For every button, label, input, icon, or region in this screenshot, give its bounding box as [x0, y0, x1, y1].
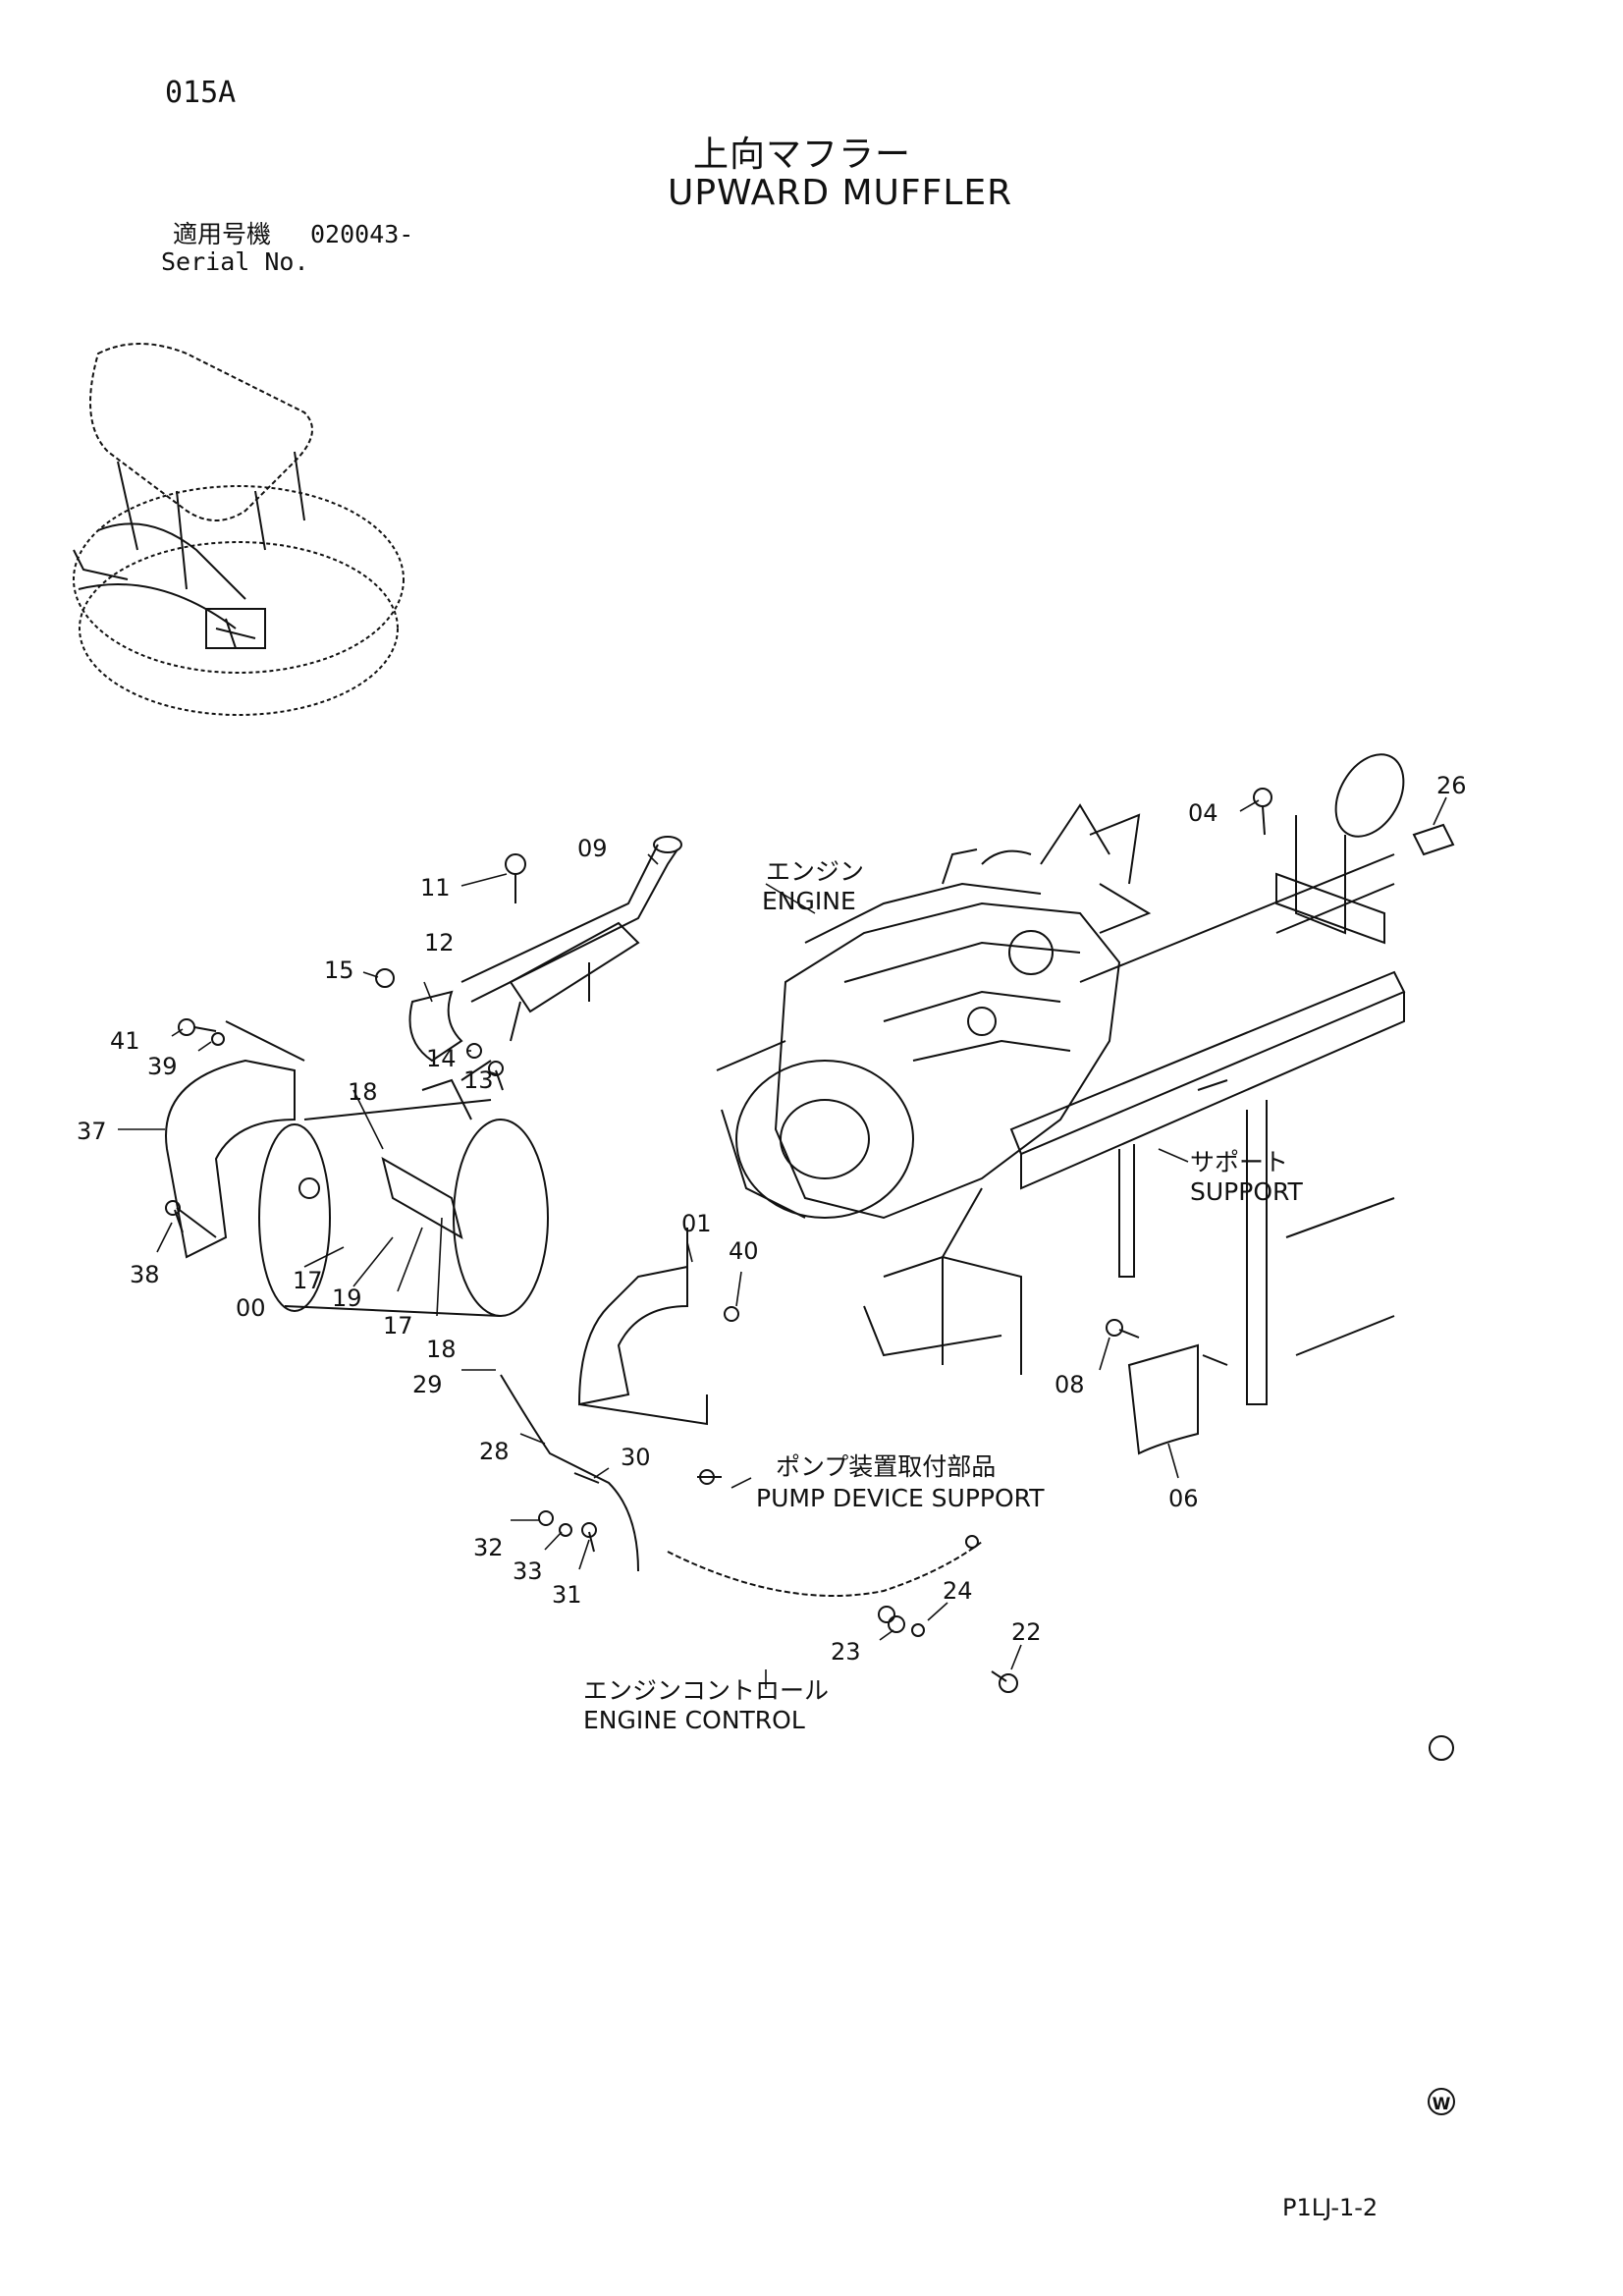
part-number: 24: [943, 1577, 973, 1605]
part-number: 28: [479, 1438, 510, 1465]
manufacturer-mark-letter: W: [1433, 2095, 1451, 2114]
part-number: 04: [1188, 799, 1218, 827]
leader-lines: [118, 796, 1447, 1689]
muffler-illustration: [258, 1060, 549, 1317]
serial-number: 020043-: [310, 220, 414, 248]
part-number: 26: [1436, 772, 1467, 799]
cover-01-illustration: [577, 1265, 688, 1406]
exhaust-pipe-illustration: [460, 836, 682, 1042]
excavator-overview-illustration: [73, 343, 405, 716]
engine-control-cable-illustration: [667, 1541, 983, 1597]
title-en: UPWARD MUFFLER: [668, 173, 1013, 213]
support-label-jp: サポート: [1190, 1148, 1288, 1176]
page-code: 015A: [165, 76, 237, 110]
manufacturer-mark-icon: [1428, 2088, 1455, 2115]
part-number: 08: [1055, 1371, 1085, 1398]
muffler-cover-37-illustration: [165, 1059, 296, 1259]
part-number: 18: [348, 1078, 378, 1106]
engine-label-en: ENGINE: [762, 887, 856, 915]
part-number: 12: [424, 929, 455, 957]
fasteners-illustration: [165, 788, 1454, 1761]
part-number: 22: [1011, 1618, 1042, 1646]
part-number: 11: [420, 874, 451, 902]
part-number: 32: [473, 1534, 504, 1561]
pump-device-label-en: PUMP DEVICE SUPPORT: [756, 1484, 1045, 1512]
title-jp: 上向マフラー: [693, 135, 912, 175]
part-number: 33: [513, 1558, 543, 1585]
part-number: 14: [426, 1045, 457, 1072]
part-number: 06: [1168, 1485, 1199, 1512]
part-number: 41: [110, 1027, 140, 1055]
part-number: 40: [729, 1237, 759, 1265]
engine-control-label-en: ENGINE CONTROL: [583, 1706, 805, 1734]
support-frame-illustration: [863, 853, 1406, 1405]
engine-illustration: [716, 803, 1152, 1220]
serial-en: Serial No.: [161, 247, 309, 276]
part-number: 09: [577, 835, 608, 862]
part-number: 13: [463, 1066, 494, 1094]
part-number: 39: [147, 1053, 178, 1080]
engine-label-jp: エンジン: [766, 857, 864, 886]
part-number: 00: [236, 1294, 266, 1322]
part-number: 17: [383, 1312, 413, 1339]
pump-device-label-jp: ポンプ装置取付部品: [776, 1452, 996, 1481]
serial-jp: 適用号機: [173, 220, 272, 248]
drain-hose-illustration: [500, 1374, 639, 1572]
part-number: 01: [681, 1210, 712, 1237]
plate-06-illustration: [1127, 1343, 1199, 1455]
page-reference: P1LJ-1-2: [1282, 2194, 1379, 2221]
part-number: 37: [77, 1118, 107, 1145]
part-number: 31: [552, 1581, 582, 1609]
clamp-12-illustration: [408, 990, 463, 1063]
part-number: 23: [831, 1638, 861, 1666]
engine-control-label-jp: エンジンコントロール: [583, 1676, 829, 1705]
part-number: 38: [130, 1261, 160, 1288]
part-number: 29: [412, 1371, 443, 1398]
part-number: 30: [621, 1444, 651, 1471]
part-number: 19: [332, 1285, 362, 1312]
support-label-en: SUPPORT: [1190, 1177, 1304, 1206]
part-number: 18: [426, 1336, 457, 1363]
part-number: 17: [293, 1267, 323, 1294]
exhaust-outlet-illustration: [1275, 753, 1455, 945]
part-number: 15: [324, 957, 354, 984]
